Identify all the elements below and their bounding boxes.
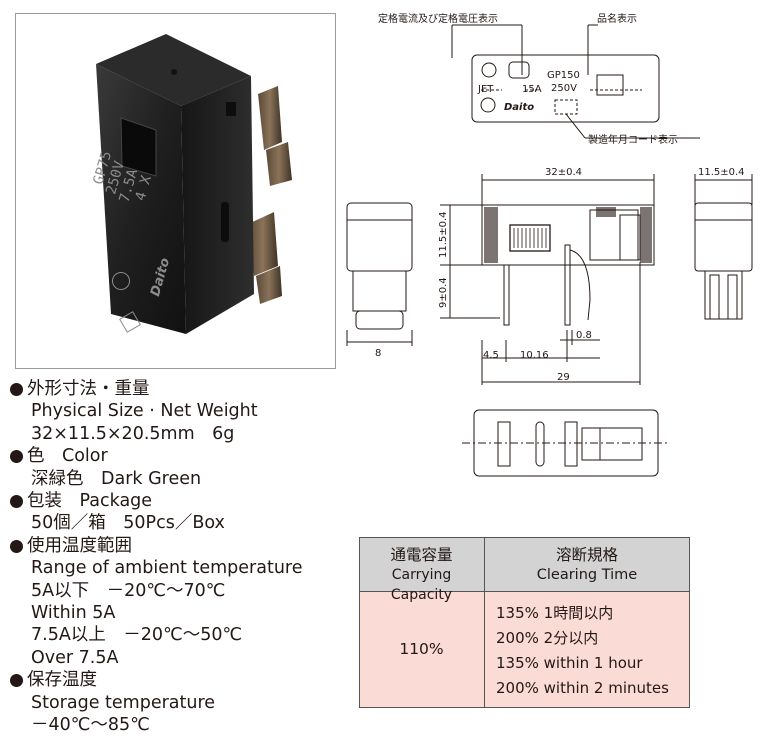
spec-heading: 使用温度範囲 bbox=[10, 535, 350, 557]
spec-line: Over 7.5A bbox=[31, 647, 119, 668]
label-brand: Daito bbox=[504, 102, 534, 113]
label-current: 15A bbox=[522, 84, 542, 95]
spec-line: 5A以下 －20℃～70℃ bbox=[31, 580, 226, 601]
product-photo: GP75 250V 7.5A 4 X Daito bbox=[15, 13, 336, 369]
bullet-icon bbox=[10, 449, 23, 463]
spec-line: －40℃～85℃ bbox=[31, 715, 150, 736]
label-voltage: 250V bbox=[551, 83, 577, 94]
table-body bbox=[359, 592, 690, 708]
spec-heading: 色 Color bbox=[10, 445, 350, 467]
callout-date-code: 製造年月コード表示 bbox=[588, 133, 678, 146]
spec-temp-heading: 使用温度範囲 bbox=[27, 535, 132, 556]
table-row: 200% within 2 minutes bbox=[496, 679, 669, 697]
callout-rating: 定格電流及び定格電圧表示 bbox=[378, 12, 498, 25]
table-header bbox=[359, 537, 690, 592]
spec-storage-heading: 保存温度 bbox=[27, 670, 97, 691]
spec-line: 深緑色 Dark Green bbox=[31, 468, 202, 489]
spec-line: Physical Size · Net Weight bbox=[31, 401, 258, 422]
col2-title-en: Clearing Time bbox=[536, 567, 638, 583]
dim-width-front: 8 bbox=[375, 348, 381, 359]
dim-pin-pitch: 10.16 bbox=[520, 350, 549, 361]
dim-overall-length: 29 bbox=[557, 372, 570, 383]
bullet-icon bbox=[10, 673, 23, 687]
spec-line: 50個／箱 50Pcs／Box bbox=[31, 513, 225, 534]
label-model: GP150 bbox=[547, 70, 580, 81]
table-row: 135% 1時間以内 bbox=[496, 604, 614, 622]
col1-title-en: Carrying Capacity bbox=[390, 567, 453, 603]
dim-width-side: 11.5±0.4 bbox=[698, 167, 745, 178]
clearing-table: 通電容量 Carrying Capacity 溶断規格 Clearing Tim… bbox=[359, 537, 690, 708]
capacity-value: 110% bbox=[399, 640, 444, 658]
dim-length-top: 32±0.4 bbox=[545, 167, 582, 178]
spec-line: 32×11.5×20.5mm 6g bbox=[31, 423, 235, 444]
dim-offset-left: 4.5 bbox=[483, 350, 499, 361]
spec-heading: 包装 Package bbox=[10, 490, 350, 512]
table-row: 200% 2分以内 bbox=[496, 629, 599, 647]
dim-pin-thickness: 0.8 bbox=[576, 330, 592, 341]
col2-title-jp: 溶断規格 bbox=[555, 546, 618, 564]
spec-line: Within 5A bbox=[31, 603, 116, 624]
specs-list: 外形寸法・重量 Physical Size · Net Weight 32×11… bbox=[10, 378, 350, 737]
col1-title-jp: 通電容量 bbox=[390, 546, 453, 564]
label-jet: JET bbox=[477, 84, 494, 95]
spec-heading: 外形寸法・重量 bbox=[10, 378, 350, 400]
bullet-icon bbox=[10, 494, 23, 508]
table-row: 135% within 1 hour bbox=[496, 654, 643, 672]
dim-height-pins: 9±0.4 bbox=[438, 277, 449, 308]
spec-size-heading: 外形寸法・重量 bbox=[27, 379, 150, 399]
spec-line: Range of ambient temperature bbox=[31, 558, 303, 579]
bullet-icon bbox=[10, 382, 23, 396]
bullet-icon bbox=[10, 539, 23, 553]
technical-drawings: 定格電流及び定格電圧表示 品名表示 製造年月コード表示 JET 15A GP15… bbox=[346, 12, 753, 477]
spec-package-heading: 包装 Package bbox=[27, 491, 153, 512]
callout-product: 品名表示 bbox=[597, 12, 637, 25]
label-outline bbox=[471, 54, 660, 123]
clearing-rows: 135% 1時間以内 200% 2分以内 135% within 1 hour … bbox=[496, 601, 669, 701]
spec-heading: 保存温度 bbox=[10, 669, 350, 691]
spec-line: Storage temperature bbox=[31, 692, 216, 713]
dim-height-body: 11.5±0.4 bbox=[438, 211, 449, 258]
spec-color-heading: 色 Color bbox=[27, 446, 108, 467]
spec-line: 7.5A以上 －20℃～50℃ bbox=[31, 625, 243, 646]
